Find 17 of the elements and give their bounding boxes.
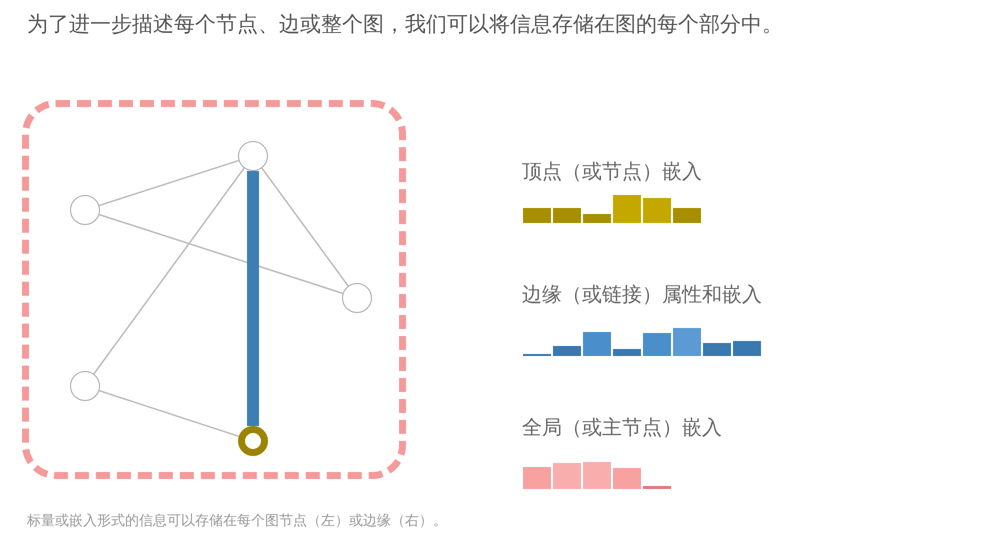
edge-line <box>99 390 239 438</box>
edge-line <box>99 160 239 206</box>
node-circle <box>70 195 100 225</box>
edge-line <box>93 168 245 374</box>
caption: 标量或嵌入形式的信息可以存储在每个图节点（左）或边缘（右）。 <box>27 512 447 530</box>
edge-line <box>99 214 343 294</box>
graph-boundary <box>22 100 406 479</box>
node-circle <box>238 141 268 171</box>
embedding-label: 全局（或主节点）嵌入 <box>522 414 722 441</box>
embedding-label: 边缘（或链接）属性和嵌入 <box>522 281 762 308</box>
node-circle <box>70 371 100 401</box>
node-circle <box>342 283 372 313</box>
title: 为了进一步描述每个节点、边或整个图，我们可以将信息存储在图的每个部分中。 <box>27 11 783 38</box>
embedding-label: 顶点（或节点）嵌入 <box>522 158 702 185</box>
edge-line <box>261 168 349 286</box>
global-node-circle <box>238 426 268 456</box>
highlighted-edge <box>247 171 259 426</box>
